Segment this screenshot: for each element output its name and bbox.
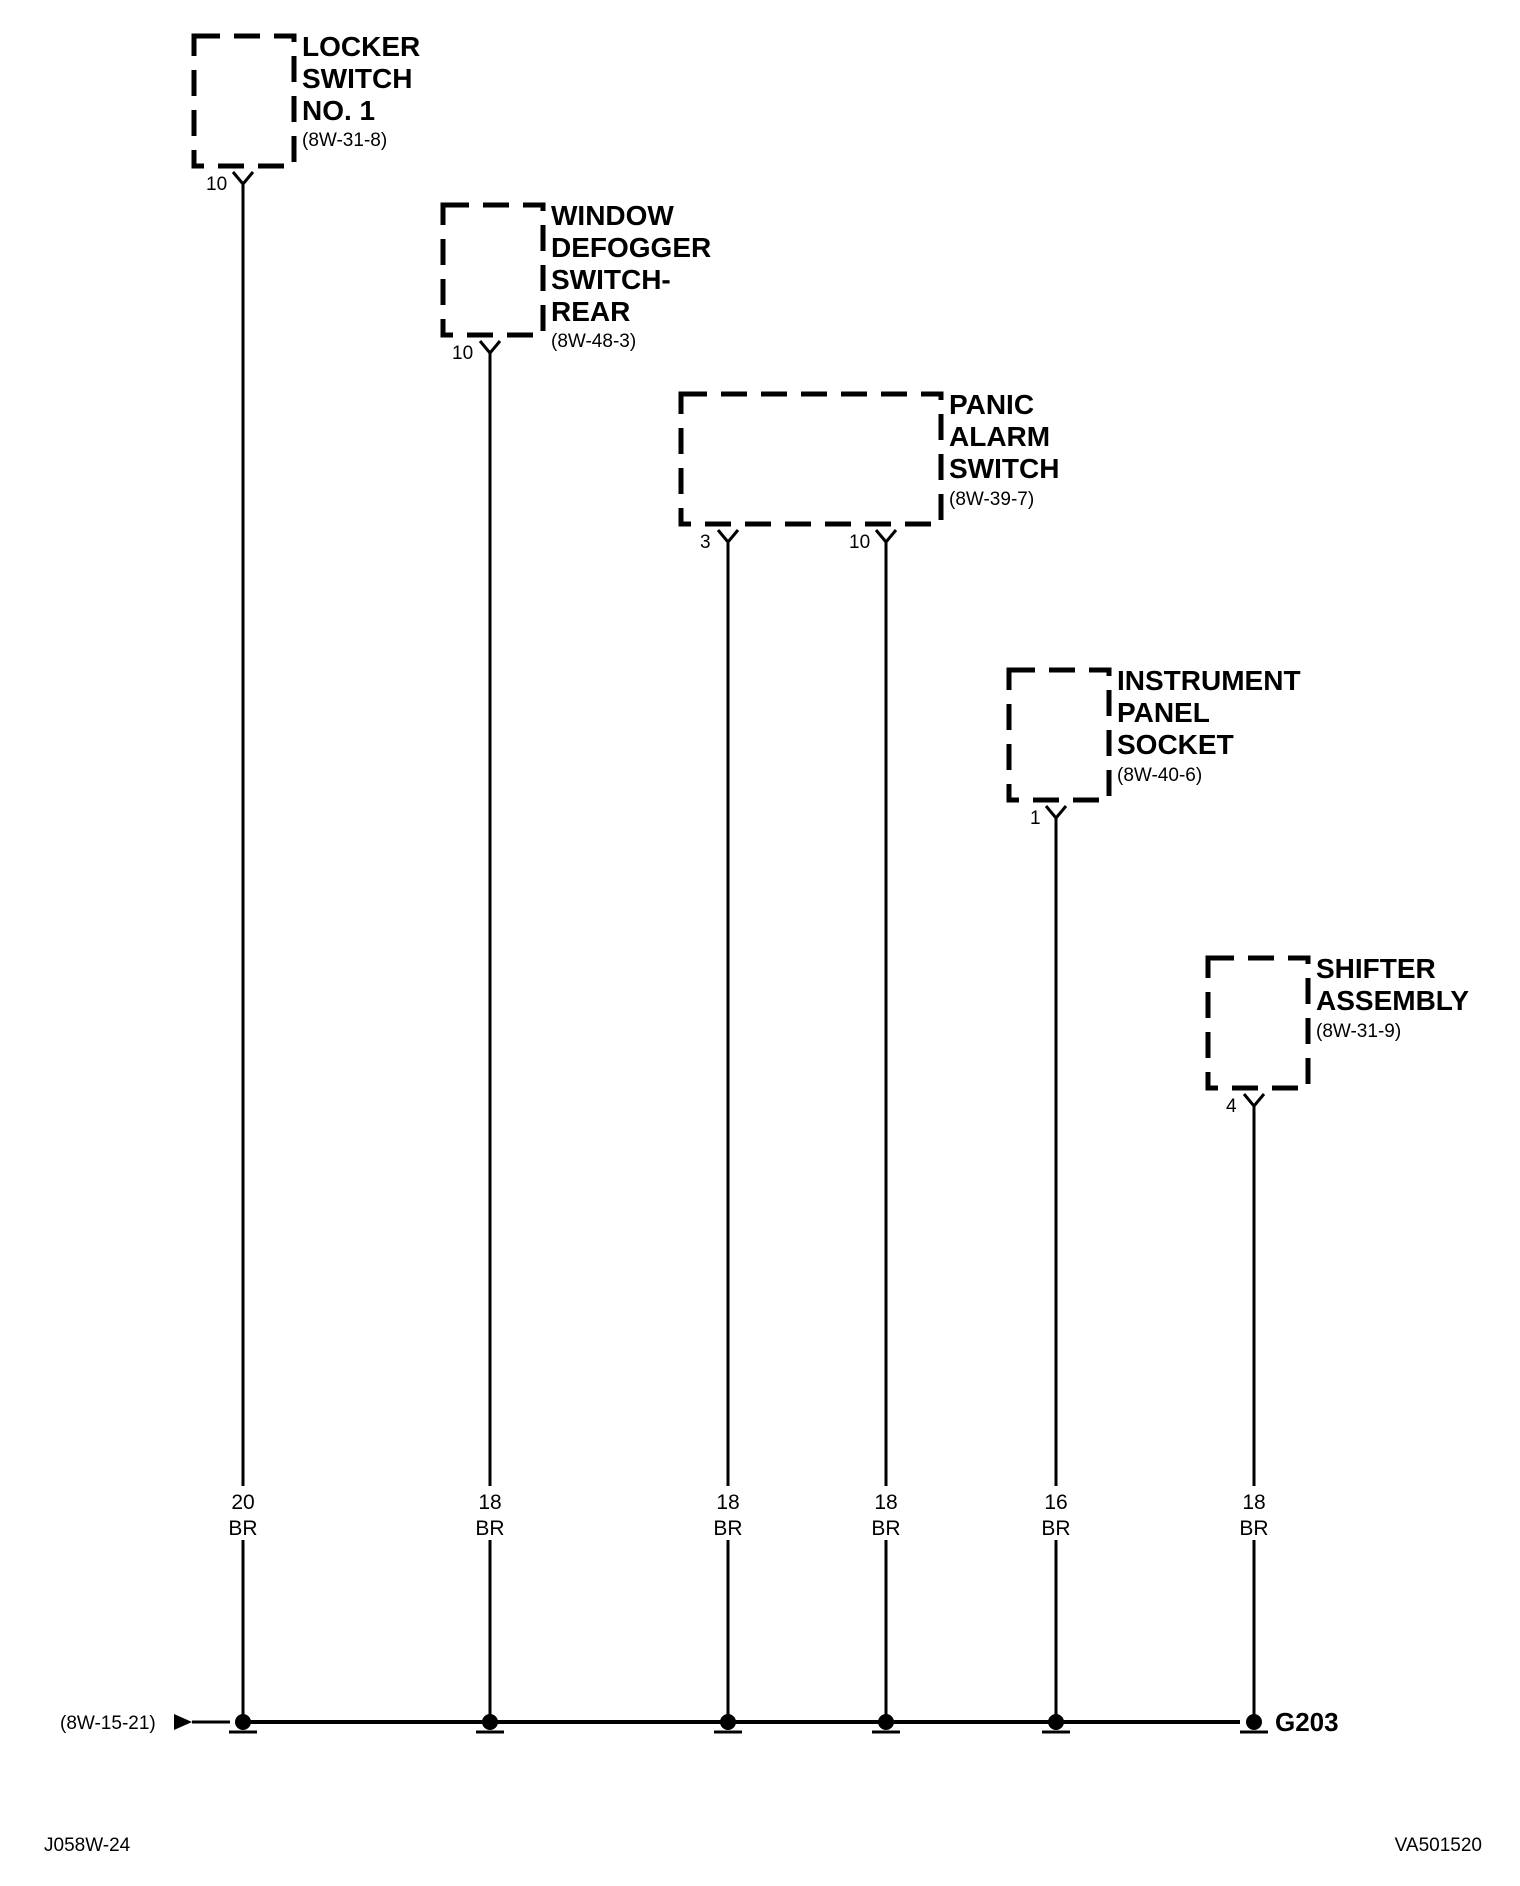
socket-box [1006, 667, 1112, 803]
defogger-switch-box [440, 202, 546, 338]
connector-icon [716, 529, 740, 545]
component-locker-switch: LOCKER SWITCH NO. 1 (8W-31-8) 10 [191, 31, 420, 195]
pin-number: 10 [452, 343, 473, 364]
panic-alarm-box [678, 391, 944, 527]
ground-icon [1240, 1714, 1268, 1734]
arrow-icon [174, 1714, 192, 1730]
wire-gauge: 16 [1044, 1491, 1067, 1514]
splice-icon [1042, 1714, 1070, 1734]
connector-icon [478, 340, 502, 356]
footer-right: VA501520 [1395, 1835, 1482, 1856]
wire-gauge: 18 [874, 1491, 897, 1514]
defogger-name-2: DEFOGGER [551, 232, 711, 263]
defogger-ref: (8W-48-3) [551, 331, 636, 352]
connector-icon [1242, 1093, 1266, 1109]
wires-lower [241, 1540, 1256, 1720]
connector-icon [231, 171, 255, 187]
component-instrument-panel-socket: INSTRUMENT PANEL SOCKET (8W-40-6) 1 [1006, 665, 1301, 829]
connector-icon [874, 529, 898, 545]
pin-number: 3 [700, 532, 711, 553]
splice-icon [229, 1714, 257, 1734]
panic-name-3: SWITCH [949, 453, 1059, 484]
splice-icon [476, 1714, 504, 1734]
socket-name-3: SOCKET [1117, 729, 1234, 760]
wire-color: BR [713, 1517, 742, 1540]
shifter-box [1205, 955, 1311, 1091]
wire-labels: 20 BR 18 BR 18 BR 18 BR 16 BR 18 BR [226, 1486, 1271, 1540]
locker-switch-ref: (8W-31-8) [302, 130, 387, 151]
socket-ref: (8W-40-6) [1117, 765, 1202, 786]
defogger-name-4: REAR [551, 296, 630, 327]
splice-icon [714, 1714, 742, 1734]
pin-number: 10 [849, 532, 870, 553]
shifter-name-1: SHIFTER [1316, 953, 1436, 984]
connector-icon [1044, 805, 1068, 821]
panic-name-1: PANIC [949, 389, 1034, 420]
wire-gauge: 18 [478, 1491, 501, 1514]
socket-name-1: INSTRUMENT [1117, 665, 1301, 696]
splice-icon [872, 1714, 900, 1734]
component-shifter-assembly: SHIFTER ASSEMBLY (8W-31-9) 4 [1205, 953, 1469, 1117]
wire-color: BR [1041, 1517, 1070, 1540]
wire-gauge: 18 [716, 1491, 739, 1514]
panic-ref: (8W-39-7) [949, 489, 1034, 510]
wire-gauge: 18 [1242, 1491, 1265, 1514]
ground-label: G203 [1275, 1707, 1339, 1737]
wire-color: BR [871, 1517, 900, 1540]
shifter-ref: (8W-31-9) [1316, 1021, 1401, 1042]
bus-ref: (8W-15-21) [60, 1713, 156, 1734]
shifter-name-2: ASSEMBLY [1316, 985, 1469, 1016]
defogger-name-1: WINDOW [551, 200, 674, 231]
defogger-name-3: SWITCH- [551, 264, 671, 295]
pin-number: 4 [1226, 1096, 1237, 1117]
wire-gauge: 20 [231, 1491, 254, 1514]
wire-color: BR [228, 1517, 257, 1540]
panic-name-2: ALARM [949, 421, 1050, 452]
locker-switch-name-2: SWITCH [302, 63, 412, 94]
component-panic-alarm-switch: PANIC ALARM SWITCH (8W-39-7) 3 10 [678, 389, 1059, 553]
ground-bus: (8W-15-21) G203 [60, 1707, 1339, 1737]
footer-left: J058W-24 [44, 1835, 131, 1856]
socket-name-2: PANEL [1117, 697, 1210, 728]
component-defogger-switch: WINDOW DEFOGGER SWITCH- REAR (8W-48-3) 1… [440, 200, 711, 364]
locker-switch-name-1: LOCKER [302, 31, 420, 62]
wires [241, 184, 1256, 1486]
wire-color: BR [1239, 1517, 1268, 1540]
pin-number: 1 [1030, 808, 1041, 829]
wire-color: BR [475, 1517, 504, 1540]
pin-number: 10 [206, 174, 227, 195]
locker-switch-box [191, 33, 297, 169]
locker-switch-name-3: NO. 1 [302, 95, 375, 126]
